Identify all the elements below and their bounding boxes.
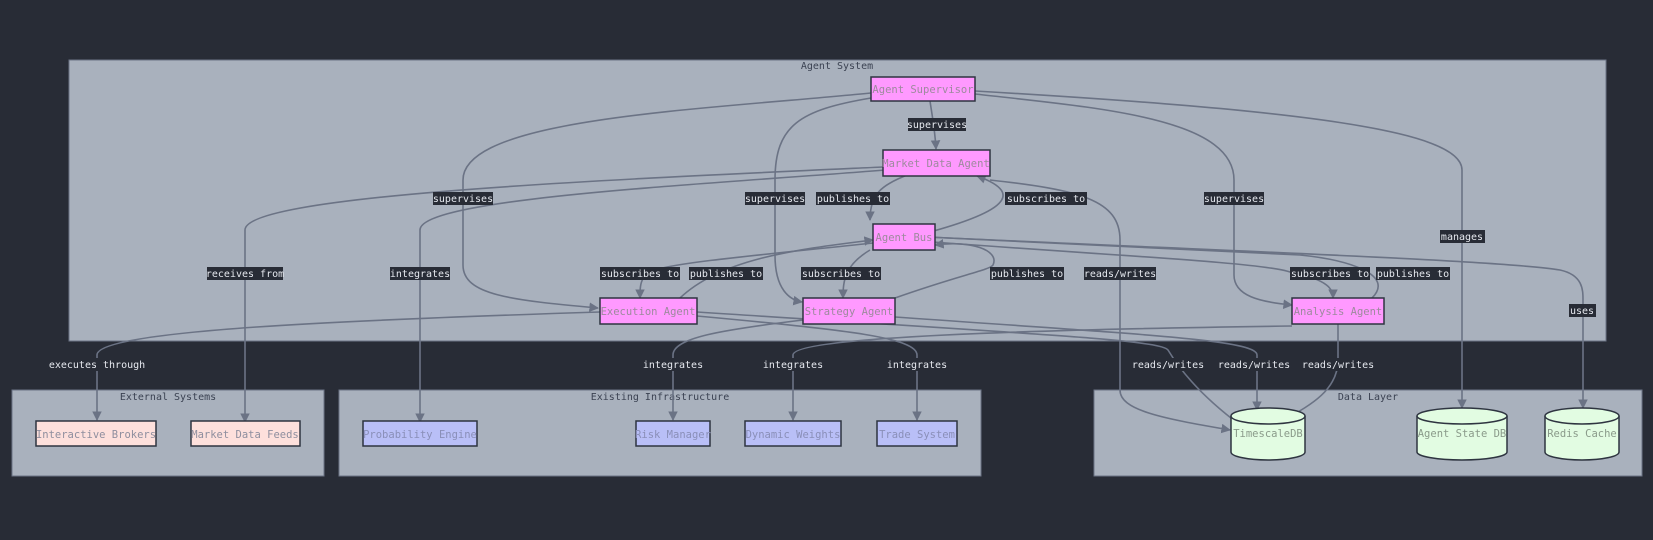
edge-execution-bus bbox=[679, 236, 874, 299]
edge-label: manages bbox=[1441, 232, 1483, 243]
edge-label: reads/writes bbox=[1218, 360, 1290, 371]
edge-supervisor-state-db bbox=[974, 90, 1467, 409]
edge-label: subscribes to bbox=[1291, 269, 1369, 280]
edge-supervisor-execution bbox=[462, 92, 872, 312]
edge-label: supervises bbox=[1204, 194, 1264, 205]
node-label: Dynamic Weights bbox=[746, 429, 841, 441]
node-redis-cache[interactable]: Redis Cache bbox=[1544, 407, 1620, 461]
node-execution-agent[interactable]: Execution Agent bbox=[599, 297, 698, 325]
node-label: Strategy Agent bbox=[805, 306, 894, 318]
node-agent-supervisor[interactable]: Agent Supervisor bbox=[870, 76, 976, 102]
edge-bus-market-data bbox=[906, 174, 1004, 239]
cluster-title: Data Layer bbox=[1338, 392, 1398, 403]
edge-supervisor-analysis bbox=[974, 93, 1293, 309]
edges bbox=[92, 90, 1588, 434]
edge-label: publishes to bbox=[991, 269, 1063, 280]
node-label: Agent Bus bbox=[876, 232, 933, 244]
edge-bus-redis bbox=[906, 235, 1588, 409]
node-interactive-brokers[interactable]: Interactive Brokers bbox=[35, 420, 157, 447]
edge-label: supervises bbox=[907, 120, 967, 131]
node-label: Agent Supervisor bbox=[872, 84, 973, 96]
node-label: Execution Agent bbox=[601, 306, 696, 318]
node-label: Interactive Brokers bbox=[36, 429, 156, 441]
node-label: Market Data Feeds bbox=[191, 429, 298, 441]
node-timescaledb[interactable]: TimescaleDB bbox=[1230, 407, 1306, 461]
node-dynamic-weights[interactable]: Dynamic Weights bbox=[744, 420, 842, 447]
node-label: Redis Cache bbox=[1547, 428, 1617, 440]
edge-strategy-tsdb bbox=[894, 316, 1262, 411]
node-label: TimescaleDB bbox=[1233, 428, 1303, 440]
edge-bus-analysis bbox=[906, 239, 1338, 299]
edge-label: publishes to bbox=[1377, 269, 1449, 280]
node-market-data-feeds[interactable]: Market Data Feeds bbox=[190, 420, 301, 447]
edge-market-data-probability bbox=[415, 169, 886, 423]
edge-label: subscribes to bbox=[1007, 194, 1085, 205]
edge-label: executes through bbox=[49, 360, 145, 371]
edge-label: supervises bbox=[433, 194, 493, 205]
edge-label: subscribes to bbox=[601, 269, 679, 280]
edge-execution-ib bbox=[92, 311, 601, 421]
node-label: Risk Manager bbox=[635, 429, 711, 441]
edge-market-data-tsdb bbox=[989, 179, 1231, 434]
node-label: Trade System bbox=[879, 429, 955, 441]
edge-label: supervises bbox=[745, 194, 805, 205]
edge-label: reads/writes bbox=[1132, 360, 1204, 371]
edge-market-data-bus bbox=[865, 173, 911, 221]
edge-execution-trade bbox=[696, 315, 922, 421]
node-label: Market Data Agent bbox=[882, 158, 989, 170]
edge-label: subscribes to bbox=[802, 269, 880, 280]
node-risk-manager[interactable]: Risk Manager bbox=[635, 420, 711, 447]
node-analysis-agent[interactable]: Analysis Agent bbox=[1291, 297, 1385, 325]
edge-label: uses bbox=[1570, 306, 1594, 317]
cluster-title: Agent System bbox=[801, 61, 873, 72]
node-strategy-agent[interactable]: Strategy Agent bbox=[802, 297, 896, 325]
node-agent-bus[interactable]: Agent Bus bbox=[872, 223, 936, 251]
edge-labels: supervises supervises supervises supervi… bbox=[47, 118, 1596, 371]
edge-analysis-weights bbox=[788, 325, 1293, 421]
edge-label: integrates bbox=[390, 269, 450, 280]
cluster-title: Existing Infrastructure bbox=[591, 392, 729, 403]
node-trade-system[interactable]: Trade System bbox=[876, 420, 958, 447]
node-label: Agent State DB bbox=[1418, 428, 1507, 440]
cluster-title: External Systems bbox=[120, 392, 216, 403]
edge-label: reads/writes bbox=[1084, 269, 1156, 280]
node-label: Analysis Agent bbox=[1294, 306, 1383, 318]
node-probability-engine[interactable]: Probability Engine bbox=[362, 420, 478, 447]
edge-supervisor-strategy bbox=[774, 97, 872, 306]
edge-label: integrates bbox=[887, 360, 947, 371]
edge-market-data-feeds bbox=[240, 166, 884, 423]
edge-label: publishes to bbox=[690, 269, 762, 280]
edge-label: receives from bbox=[206, 269, 284, 280]
node-label: Probability Engine bbox=[363, 429, 477, 441]
edge-label: reads/writes bbox=[1302, 360, 1374, 371]
edge-label: integrates bbox=[763, 360, 823, 371]
edge-execution-tsdb bbox=[696, 311, 1241, 426]
node-market-data-agent[interactable]: Market Data Agent bbox=[882, 149, 991, 177]
node-agent-state-db[interactable]: Agent State DB bbox=[1416, 407, 1508, 461]
edge-label: integrates bbox=[643, 360, 703, 371]
edge-label: publishes to bbox=[817, 194, 889, 205]
